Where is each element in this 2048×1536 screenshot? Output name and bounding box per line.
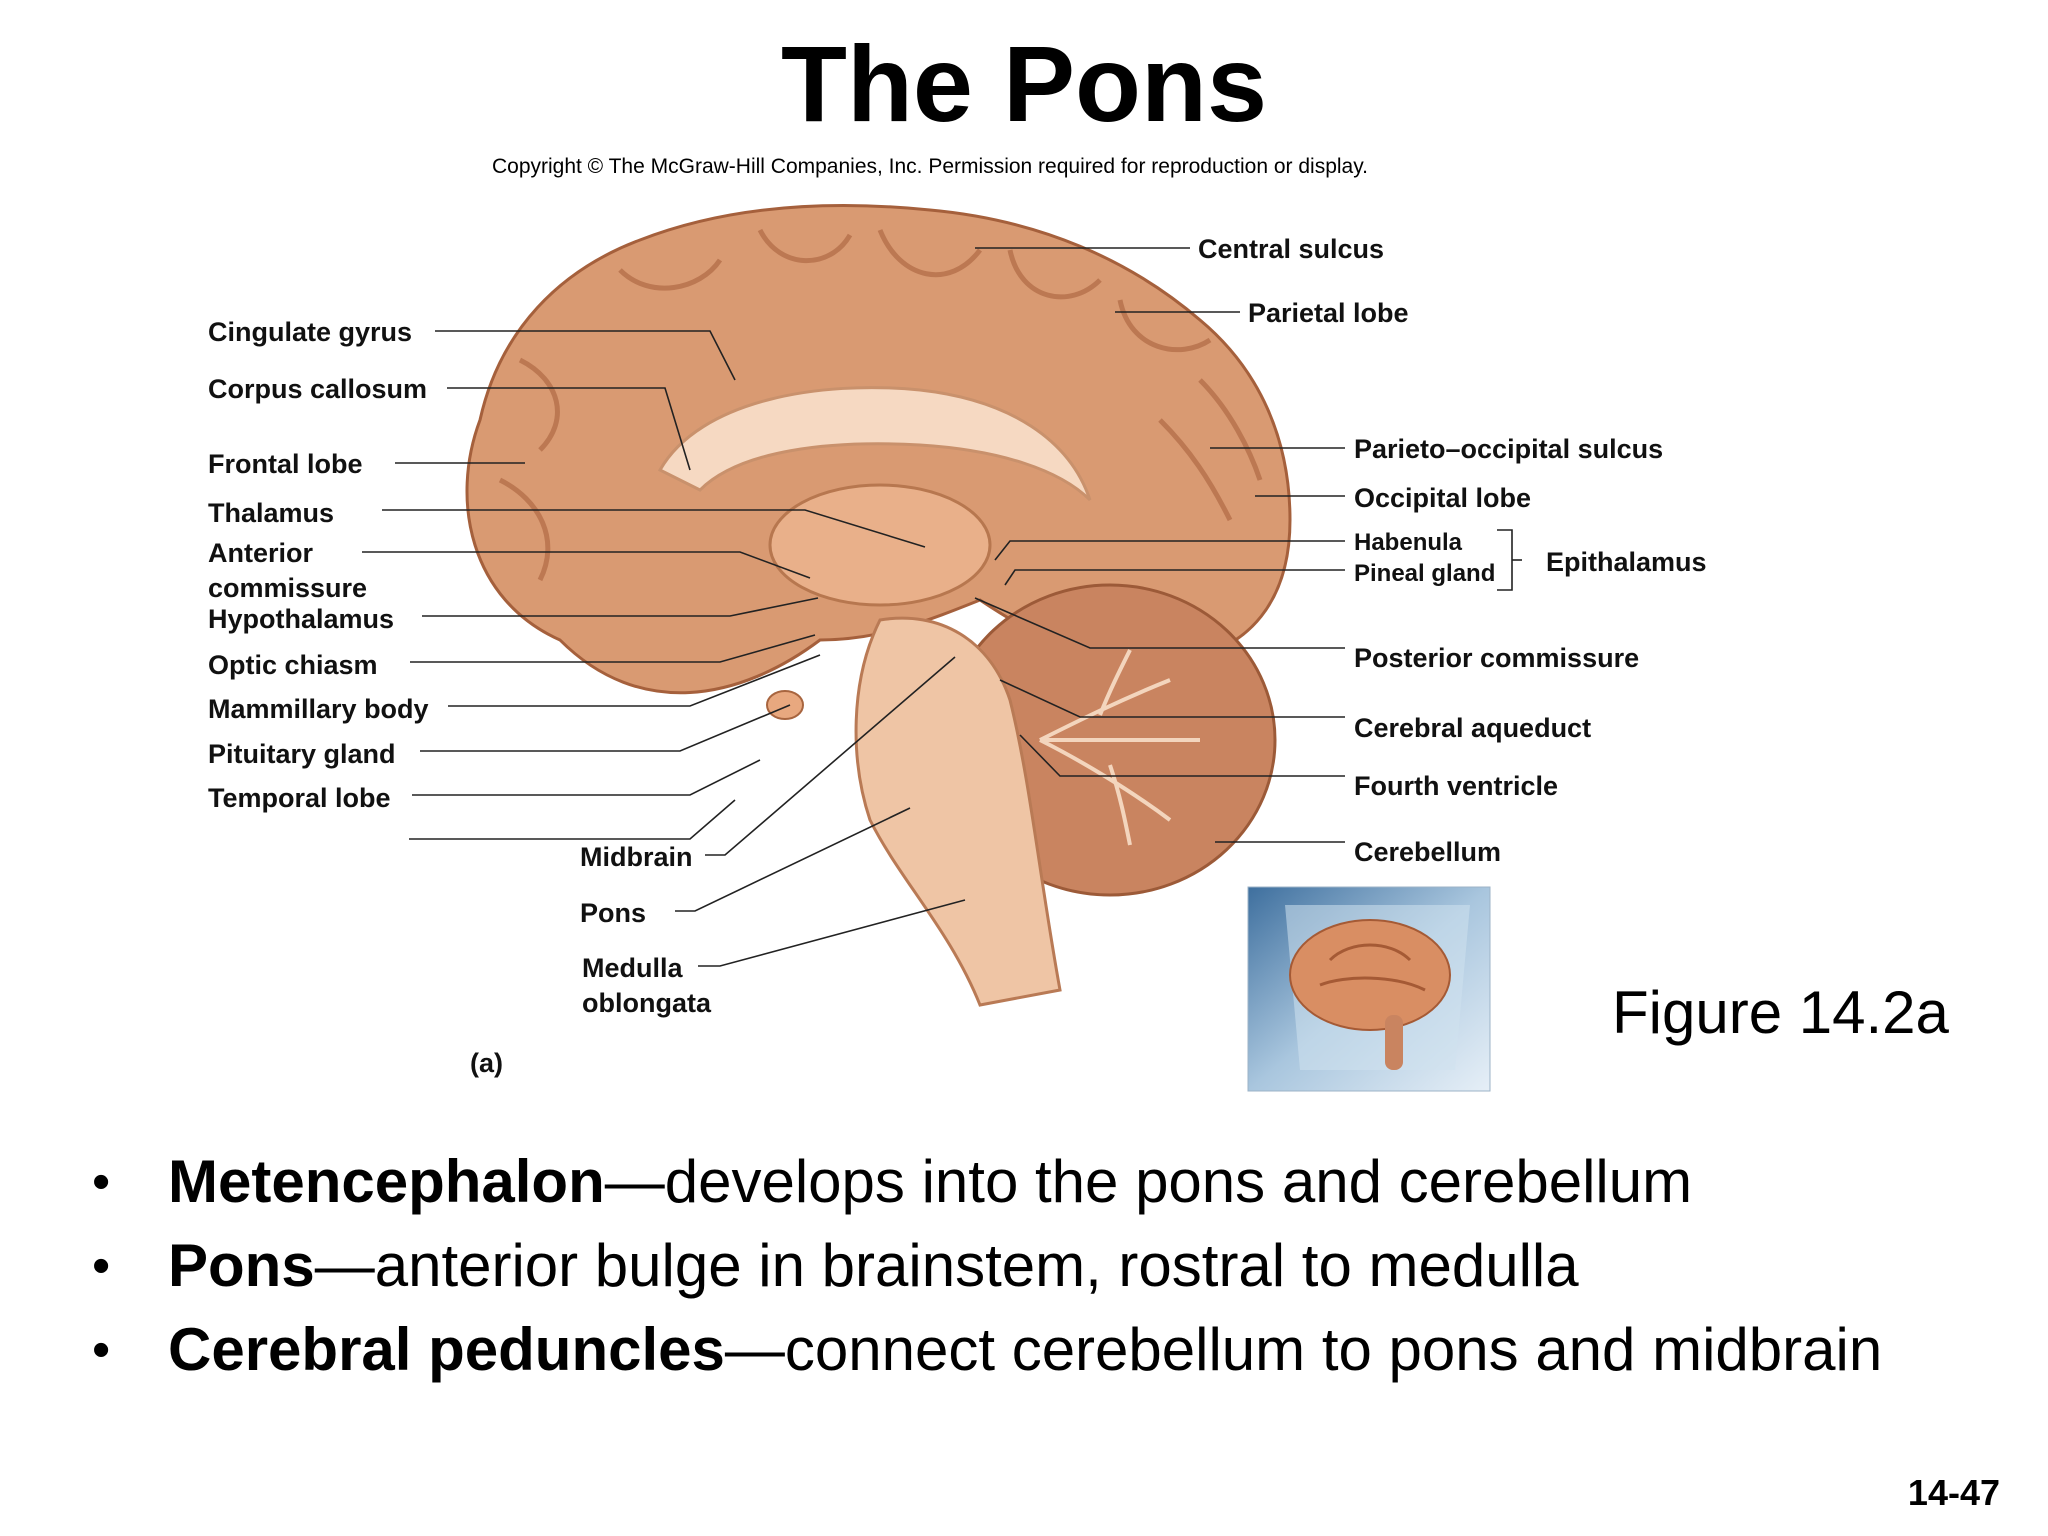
label-fourth-ventricle: Fourth ventricle — [1354, 771, 1558, 801]
bullet-text: —connect cerebellum to pons and midbrain — [724, 1316, 1883, 1383]
label-cerebral-aqueduct: Cerebral aqueduct — [1354, 713, 1591, 743]
label-pineal-gland: Pineal gland — [1354, 560, 1495, 587]
label-cerebellum: Cerebellum — [1354, 837, 1501, 867]
page-number: 14-47 — [1907, 1472, 2000, 1513]
bullet-term: Pons — [168, 1232, 315, 1299]
label-parietal-lobe: Parietal lobe — [1248, 298, 1409, 328]
arbor-vitae — [1039, 649, 1200, 846]
gyri-pattern — [498, 228, 1263, 582]
label-thalamus: Thalamus — [208, 498, 334, 528]
label-anterior-commissure-line1: Anterior — [208, 538, 314, 568]
orientation-inset — [1247, 886, 1491, 1092]
label-cingulate-gyrus: Cingulate gyrus — [208, 317, 412, 347]
figure-caption: Figure 14.2a — [1612, 979, 1949, 1046]
label-pons: Pons — [580, 898, 646, 928]
bullet-list: • Metencephalon—develops into the pons an… — [82, 1140, 1882, 1392]
bullet-term: Cerebral peduncles — [168, 1316, 725, 1383]
bullet-dot: • — [92, 1237, 111, 1295]
copyright-notice: Copyright © The McGraw-Hill Companies, I… — [491, 155, 1369, 178]
bullet-item: • Pons—anterior bulge in brainstem, rostr… — [82, 1224, 1882, 1308]
label-medulla-line1: Medulla — [582, 953, 683, 983]
label-optic-chiasm: Optic chiasm — [208, 650, 378, 680]
label-frontal-lobe: Frontal lobe — [208, 449, 363, 479]
brain-illustration — [465, 203, 1292, 1007]
label-habenula: Habenula — [1354, 529, 1463, 556]
label-occipital-lobe: Occipital lobe — [1354, 483, 1531, 513]
bullet-text: —anterior bulge in brainstem, rostral to… — [314, 1232, 1579, 1299]
label-panel-a: (a) — [470, 1048, 503, 1078]
label-posterior-commissure: Posterior commissure — [1354, 643, 1639, 673]
brainstem — [854, 616, 1062, 1007]
brain-sagittal-figure: Cingulate gyrus Corpus callosum Frontal … — [208, 203, 1707, 1092]
thalamus — [768, 483, 992, 607]
label-pituitary-gland: Pituitary gland — [208, 739, 396, 769]
label-mammillary-body: Mammillary body — [208, 694, 429, 724]
label-midbrain: Midbrain — [580, 842, 693, 872]
corpus-callosum — [657, 386, 1092, 502]
label-hypothalamus: Hypothalamus — [208, 604, 394, 634]
pituitary-gland — [766, 690, 804, 720]
leader-lines — [362, 247, 1522, 967]
slide-title: The Pons — [780, 23, 1268, 144]
label-parieto-occipital-sulcus: Parieto–occipital sulcus — [1354, 434, 1663, 464]
bullet-dot: • — [92, 1153, 111, 1211]
bullet-term: Metencephalon — [168, 1148, 605, 1215]
bullet-item: • Cerebral peduncles—connect cerebellum t… — [82, 1308, 1882, 1392]
label-epithalamus: Epithalamus — [1546, 547, 1707, 577]
label-central-sulcus: Central sulcus — [1198, 234, 1384, 264]
bullet-item: • Metencephalon—develops into the pons an… — [82, 1140, 1882, 1224]
label-medulla-line2: oblongata — [582, 988, 712, 1018]
bullet-dot: • — [92, 1321, 111, 1379]
label-anterior-commissure-line2: commissure — [208, 573, 367, 603]
bullet-text: —develops into the pons and cerebellum — [604, 1148, 1693, 1215]
label-temporal-lobe: Temporal lobe — [208, 783, 391, 813]
label-corpus-callosum: Corpus callosum — [208, 374, 427, 404]
